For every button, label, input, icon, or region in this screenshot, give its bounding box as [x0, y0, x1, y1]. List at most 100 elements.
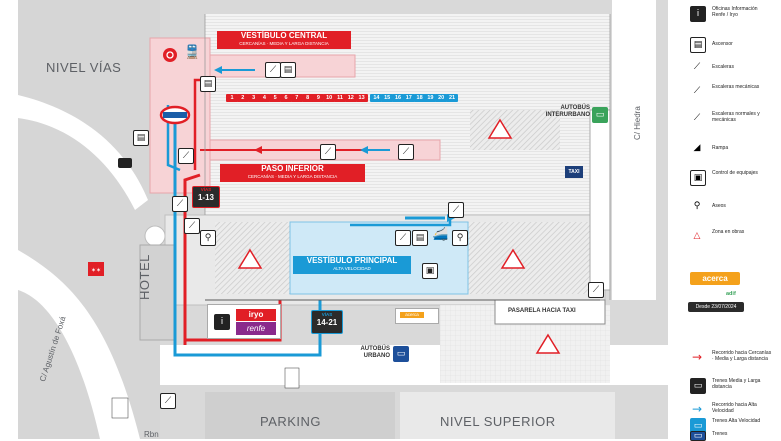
- toilets-icon: ⚲: [200, 230, 216, 246]
- adif-logo: adif: [726, 291, 736, 297]
- escalator-icon-7: ⟋: [160, 393, 176, 409]
- vias-14-21-label: VÍAS: [321, 312, 333, 317]
- nivel-vias-label: NIVEL VÍAS: [46, 60, 122, 75]
- platform-number: 20: [435, 94, 448, 102]
- blue-arrow-icon: →: [690, 402, 704, 416]
- iryo-logo: iryo: [236, 309, 276, 321]
- bus-interurbano-lane: [589, 109, 611, 291]
- acerca-map-label: acerca: [400, 312, 424, 318]
- street-top-curve: [18, 95, 148, 210]
- escalator-icon-4: ⟋: [184, 218, 200, 234]
- vias-14-21-badge: VÍAS 14-21: [311, 310, 343, 334]
- escalator-icon-3: ⟋: [172, 196, 188, 212]
- paso-inferior-subtitle: CERCANÍAS · MEDIA Y LARGA DISTANCIA: [247, 174, 338, 179]
- platform-number: 2: [236, 94, 249, 102]
- info-icon: i: [690, 6, 706, 22]
- platform-number: 6: [280, 94, 292, 102]
- legend-panel: i Oficinas Información Renfe / Iryo ▤ As…: [684, 0, 781, 441]
- platform-number: 10: [323, 94, 336, 102]
- bottom-cut-label: Rbn: [144, 430, 159, 439]
- parking-block: [205, 392, 395, 439]
- vestibulo-central-title: VESTÍBULO CENTRAL: [240, 31, 328, 40]
- paso-inferior-label: PASO INFERIOR CERCANÍAS · MEDIA Y LARGA …: [220, 164, 365, 182]
- platform-number: 14: [370, 94, 383, 102]
- platform-number: 8: [301, 94, 314, 102]
- autobus-interurbano-label: AUTOBÚS INTERURBANO: [545, 105, 590, 118]
- vias-1-13-range: 1-13: [197, 193, 214, 202]
- crosswalk: [111, 367, 300, 419]
- platform-number: 11: [334, 94, 346, 102]
- bus-urbano-icon: ▭: [393, 346, 409, 362]
- nivel-superior-label: NIVEL SUPERIOR: [440, 414, 556, 429]
- vestibulo-central-label: VESTÍBULO CENTRAL CERCANÍAS · MEDIA Y LA…: [217, 31, 351, 49]
- vestibulo-principal-label: VESTÍBULO PRINCIPAL ALTA VELOCIDAD: [293, 256, 411, 274]
- elevator-icon-2: ▤: [133, 130, 149, 146]
- street-hiedra-label: C/ Hiedra: [633, 106, 642, 140]
- platform-number: 5: [269, 94, 282, 102]
- taxi-car-icon: [118, 158, 132, 168]
- high-speed-train-icon: 🚄: [432, 227, 449, 242]
- vestibulo-principal-subtitle: ALTA VELOCIDAD: [333, 266, 371, 271]
- escalator-icon: ▤: [280, 62, 296, 78]
- platform-number: 3: [247, 94, 260, 102]
- platform-number: 9: [312, 94, 325, 102]
- stairs-escalator-icon: ⟋: [265, 62, 281, 78]
- platform-number: 1: [226, 94, 238, 102]
- route-red-arrowhead-paso: [254, 146, 262, 154]
- stairs-escalator-icon: ⟋: [690, 111, 704, 125]
- info-icon: i: [214, 314, 230, 330]
- platform-number: 13: [355, 94, 368, 102]
- toilets-icon: ⚲: [690, 199, 704, 213]
- works-icon: △: [690, 229, 704, 243]
- ramp-icon: ⟋: [448, 202, 464, 218]
- platform-number: 4: [258, 94, 271, 102]
- elevator-icon-3: ▤: [412, 230, 428, 246]
- route-blue-main: [173, 120, 322, 357]
- vestibulo-central-subtitle: CERCANÍAS · MEDIA Y LARGA DISTANCIA: [239, 41, 329, 46]
- hotel-label: HOTEL: [137, 254, 152, 300]
- hotel-block: [139, 244, 176, 341]
- madrid-stars-icon: ✶✶: [88, 262, 104, 276]
- ramp-icon: ◢: [690, 141, 704, 155]
- pasarela-block: [494, 299, 606, 325]
- cercanias-icon-inner: [166, 51, 174, 59]
- nivel-superior-block: [400, 392, 615, 439]
- renfe-logo: renfe: [236, 322, 276, 335]
- street-agustin: [18, 250, 140, 439]
- bus-interurbano-icon: ▭: [592, 107, 608, 123]
- platform-number: 15: [381, 94, 394, 102]
- platform-number: 21: [446, 94, 458, 102]
- toilets-icon-2: ⚲: [452, 230, 468, 246]
- stairs-icon-2: ⟋: [398, 144, 414, 160]
- route-blue-arrowhead-paso: [360, 146, 368, 154]
- ticket-office: i iryo renfe: [207, 304, 281, 339]
- vias-14-21-range: 14-21: [316, 318, 338, 327]
- route-red-main: [183, 173, 201, 345]
- platform-number: 19: [424, 94, 437, 102]
- train-icon: ▭: [690, 431, 706, 441]
- platform-number: 17: [402, 94, 415, 102]
- luggage-check-icon: ▣: [422, 263, 438, 279]
- paso-inferior-title: PASO INFERIOR: [261, 164, 324, 173]
- platform-number: 18: [413, 94, 426, 102]
- parking-label: PARKING: [260, 414, 322, 429]
- vias-1-13-badge: VÍAS 1-13: [192, 186, 220, 208]
- acerca-legend-logo: acerca: [690, 272, 740, 285]
- red-arrow-icon: →: [690, 350, 704, 364]
- train-icon: 🚆: [184, 45, 201, 60]
- street-hiedra: [612, 0, 656, 300]
- roundabout: [144, 225, 166, 247]
- platform-number: 7: [290, 94, 303, 102]
- escalator-icon-6: ⟋: [588, 282, 604, 298]
- vias-1-13-label: VÍAS: [200, 187, 212, 192]
- metro-icon: [159, 105, 191, 125]
- train-icon: ▭: [690, 378, 706, 394]
- acerca-legend-date: Desde 23/07/2024: [688, 302, 744, 312]
- platform-number: 12: [344, 94, 357, 102]
- acerca-map-sign: acerca: [395, 308, 439, 324]
- elevator-icon: ▤: [200, 76, 216, 92]
- stairs-icon: ⟋: [320, 144, 336, 160]
- elevator-icon: ▤: [690, 37, 706, 53]
- pasarela-label: PASARELA HACIA TAXI: [508, 308, 576, 314]
- stairs-icon: ⟋: [690, 60, 704, 74]
